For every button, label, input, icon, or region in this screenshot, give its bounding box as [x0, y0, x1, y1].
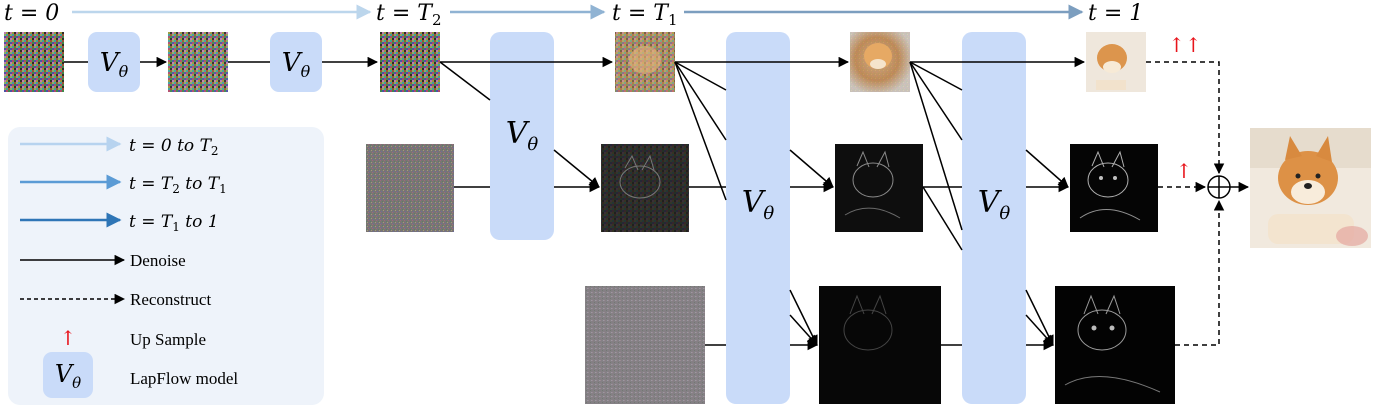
model-block-5: Vθ: [962, 32, 1026, 404]
legend-item-t1-to-1: t = T1 to 1: [20, 212, 219, 234]
svg-text:Vθ: Vθ: [282, 48, 311, 81]
model-block-4: Vθ: [726, 32, 790, 404]
model-block-1: Vθ: [88, 32, 140, 92]
legend-item-reconstruct: Reconstruct: [20, 290, 211, 309]
edge-image-level3-step3: [819, 286, 941, 404]
svg-text:Vθ: Vθ: [100, 48, 129, 81]
denoise-arrow: [789, 149, 834, 188]
legend-item-t2-to-t1: t = T2 to T1: [20, 174, 227, 196]
svg-text:t = T1 to 1: t = T1 to 1: [129, 212, 219, 234]
line: [922, 186, 963, 251]
line: [909, 61, 963, 91]
timeline-label-t0: t = 0: [4, 1, 59, 26]
denoise-arrow: [1025, 314, 1054, 346]
svg-text:Vθ: Vθ: [978, 185, 1011, 224]
upsample-arrow-icon: ↑: [60, 326, 77, 350]
noise-image-t0: [4, 32, 64, 92]
model-block-3: Vθ: [490, 32, 554, 240]
timeline-label-t1-end: t = 1: [1088, 1, 1143, 26]
noise-image-level2: [366, 144, 454, 232]
line: [674, 61, 727, 91]
svg-text:Reconstruct: Reconstruct: [130, 290, 211, 309]
line: [439, 61, 491, 101]
legend-item-upsample: ↑ Up Sample: [60, 326, 206, 350]
noise-image-t2-coarse: [380, 32, 440, 92]
svg-text:t = 0 to T2: t = 0 to T2: [129, 136, 219, 158]
denoise-arrow: [789, 314, 818, 346]
svg-text:Vθ: Vθ: [506, 116, 539, 155]
final-edge-image-level2: [1070, 144, 1158, 232]
line: [909, 61, 963, 231]
svg-text:Up Sample: Up Sample: [130, 330, 206, 349]
timeline-label-t2: t = T2: [376, 1, 441, 29]
svg-text:Vθ: Vθ: [742, 185, 775, 224]
output-image: [1250, 128, 1371, 248]
legend: t = 0 to T2 t = T2 to T1 t = T1 to 1 Den…: [8, 127, 324, 405]
legend-item-denoise: Denoise: [20, 251, 186, 270]
final-image-coarse: [1086, 32, 1146, 92]
model-block-2: Vθ: [270, 32, 322, 92]
noise-image-step1: [168, 32, 228, 92]
denoise-arrow: [553, 149, 600, 188]
legend-item-t0-to-t2: t = 0 to T2: [20, 136, 219, 158]
edge-image-level2-step3: [835, 144, 923, 232]
legend-item-model: Vθ LapFlow model: [43, 352, 238, 398]
denoise-arrow: [1025, 289, 1054, 346]
svg-text:Vθ: Vθ: [55, 360, 81, 392]
svg-text:t = T2 to T1: t = T2 to T1: [129, 174, 227, 196]
noise-image-level3: [585, 286, 705, 404]
image-t1-coarse: [615, 32, 675, 92]
svg-text:LapFlow model: LapFlow model: [130, 369, 238, 388]
reconstruct-paths: [1146, 61, 1225, 346]
line: [674, 61, 727, 141]
line: [909, 61, 963, 141]
upsample-double-indicator: ↑↑: [1168, 33, 1202, 57]
upsample-single-indicator: ↑: [1176, 159, 1193, 183]
line: [674, 61, 727, 201]
timeline: t = 0 t = T2 t = T1 t = 1: [4, 1, 1143, 29]
svg-text:Denoise: Denoise: [130, 251, 186, 270]
denoise-arrow: [789, 289, 818, 346]
timeline-label-t1: t = T1: [612, 1, 677, 29]
edge-image-t1-level2: [601, 144, 689, 232]
denoise-arrow: [1025, 149, 1069, 188]
image-coarse-step3: [850, 32, 910, 92]
sum-node: [1207, 175, 1231, 199]
final-edge-image-level3: [1055, 286, 1175, 404]
